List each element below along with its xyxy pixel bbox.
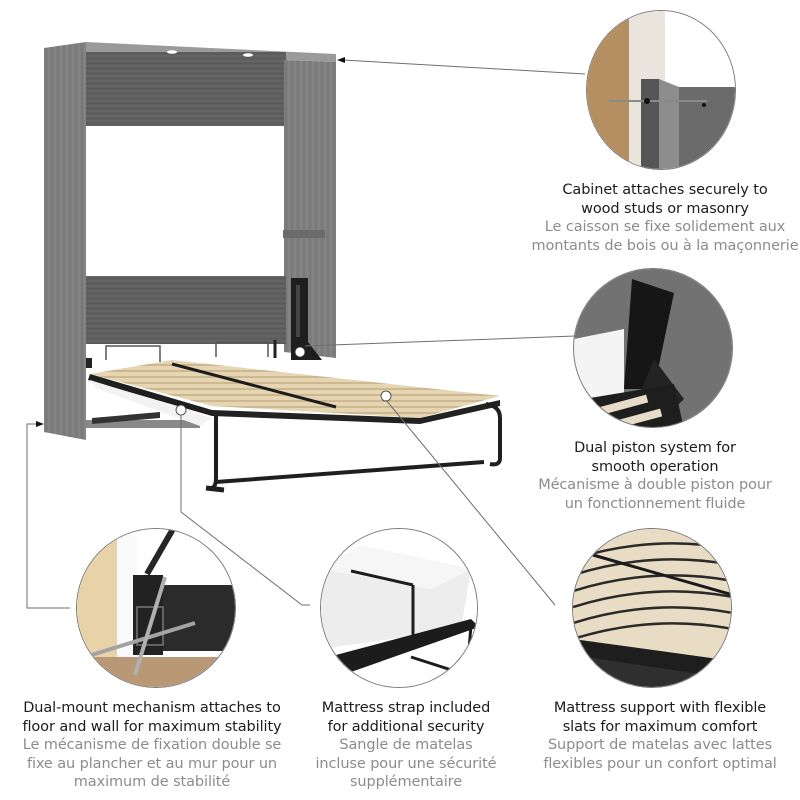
feature-title: for additional security (327, 718, 485, 735)
feature-dual-mount: Dual-mount mechanism attaches to floor a… (2, 699, 302, 792)
feature-translation: Mécanisme à double piston pour (538, 477, 772, 493)
feature-title: Cabinet attaches securely to (562, 182, 768, 198)
feature-dual-piston: Dual piston system for smooth operation … (510, 439, 800, 513)
feature-translation: Support de matelas avec lattes (547, 737, 773, 753)
feature-title: Mattress support with flexible (553, 700, 767, 716)
feature-mattress-strap: Mattress strap included for additional s… (296, 699, 516, 792)
feature-translation: flexibles pour un confort optimal (543, 755, 777, 772)
mattress-strap-detail-image (320, 528, 478, 688)
wall-anchor-detail-image (586, 10, 736, 170)
feature-translation: incluse pour une sécurité (315, 755, 497, 772)
feature-translation: maximum de stabilité (73, 774, 231, 790)
piston-detail-image (573, 268, 733, 428)
feature-title: smooth operation (591, 458, 719, 475)
feature-title: Mattress strap included (321, 700, 491, 716)
floor-wall-screw-detail-image (76, 528, 236, 688)
feature-title: slats for maximum comfort (562, 718, 758, 735)
feature-translation: fixe au plancher et au mur pour un (26, 755, 278, 772)
feature-cabinet-attachment: Cabinet attaches securely to wood studs … (520, 181, 800, 255)
wood-slats-detail-image (572, 528, 732, 688)
slat-deck (90, 360, 500, 418)
feature-translation: Le caisson se fixe solidement aux (544, 219, 786, 235)
feature-flexible-slats: Mattress support with flexible slats for… (520, 699, 800, 773)
feature-translation: un fonctionnement fluide (564, 495, 746, 512)
feature-translation: montants de bois ou à la maçonnerie (531, 237, 799, 254)
feature-title: wood studs or masonry (581, 200, 749, 217)
feature-title: Dual piston system for (574, 440, 736, 456)
feature-title: floor and wall for maximum stability (22, 718, 282, 735)
cabinet-left-side (44, 42, 86, 440)
feature-title: Dual-mount mechanism attaches to (23, 700, 281, 716)
feature-translation: Le mécanisme de fixation double se (22, 737, 282, 753)
feature-translation: Sangle de matelas (339, 737, 473, 753)
feature-translation: supplémentaire (349, 774, 463, 790)
